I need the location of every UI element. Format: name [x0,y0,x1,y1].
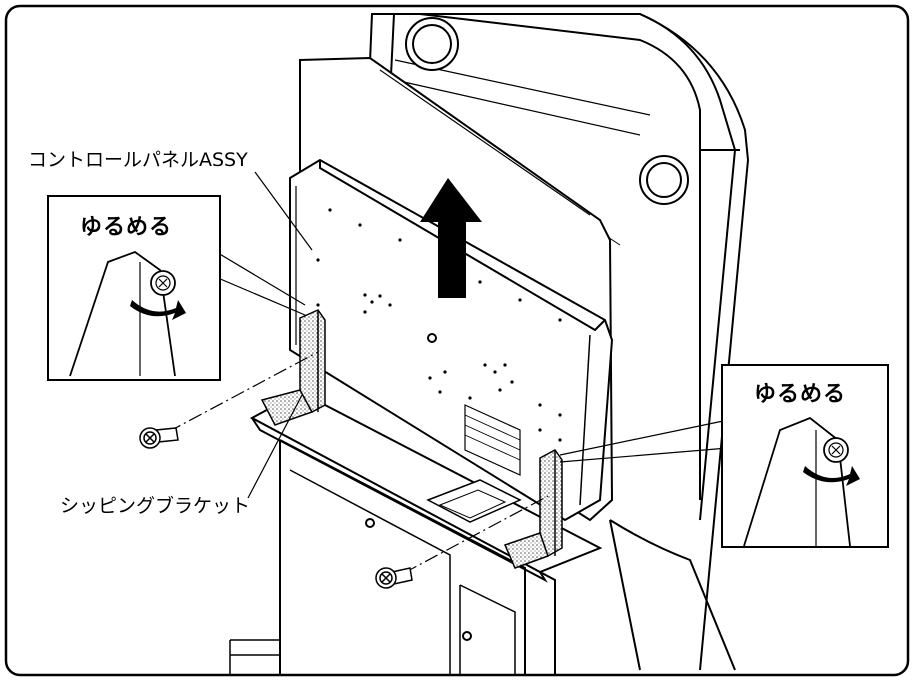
control-panel-assy-label: コントロールパネルASSY [28,149,248,171]
loosen-label-right: ゆるめる [754,382,847,407]
callout-right [721,364,889,548]
screw-icon [139,427,179,449]
shipping-bracket-label: シッピングブラケット [60,495,251,517]
speaker-top [405,17,459,71]
rotate-arrow-icon [130,300,186,320]
rotate-arrow-icon [803,466,860,486]
leader-lines [217,171,729,499]
callout-left [47,195,221,381]
shipping-bracket-right [503,449,563,569]
screw-icon [375,567,413,589]
screw-guide-lines [167,351,549,574]
control-panel-assy [289,158,614,522]
up-arrow-icon [420,178,482,298]
panel-holes [316,208,562,442]
loosen-label-left: ゆるめる [80,215,173,240]
speaker-right [639,155,689,205]
